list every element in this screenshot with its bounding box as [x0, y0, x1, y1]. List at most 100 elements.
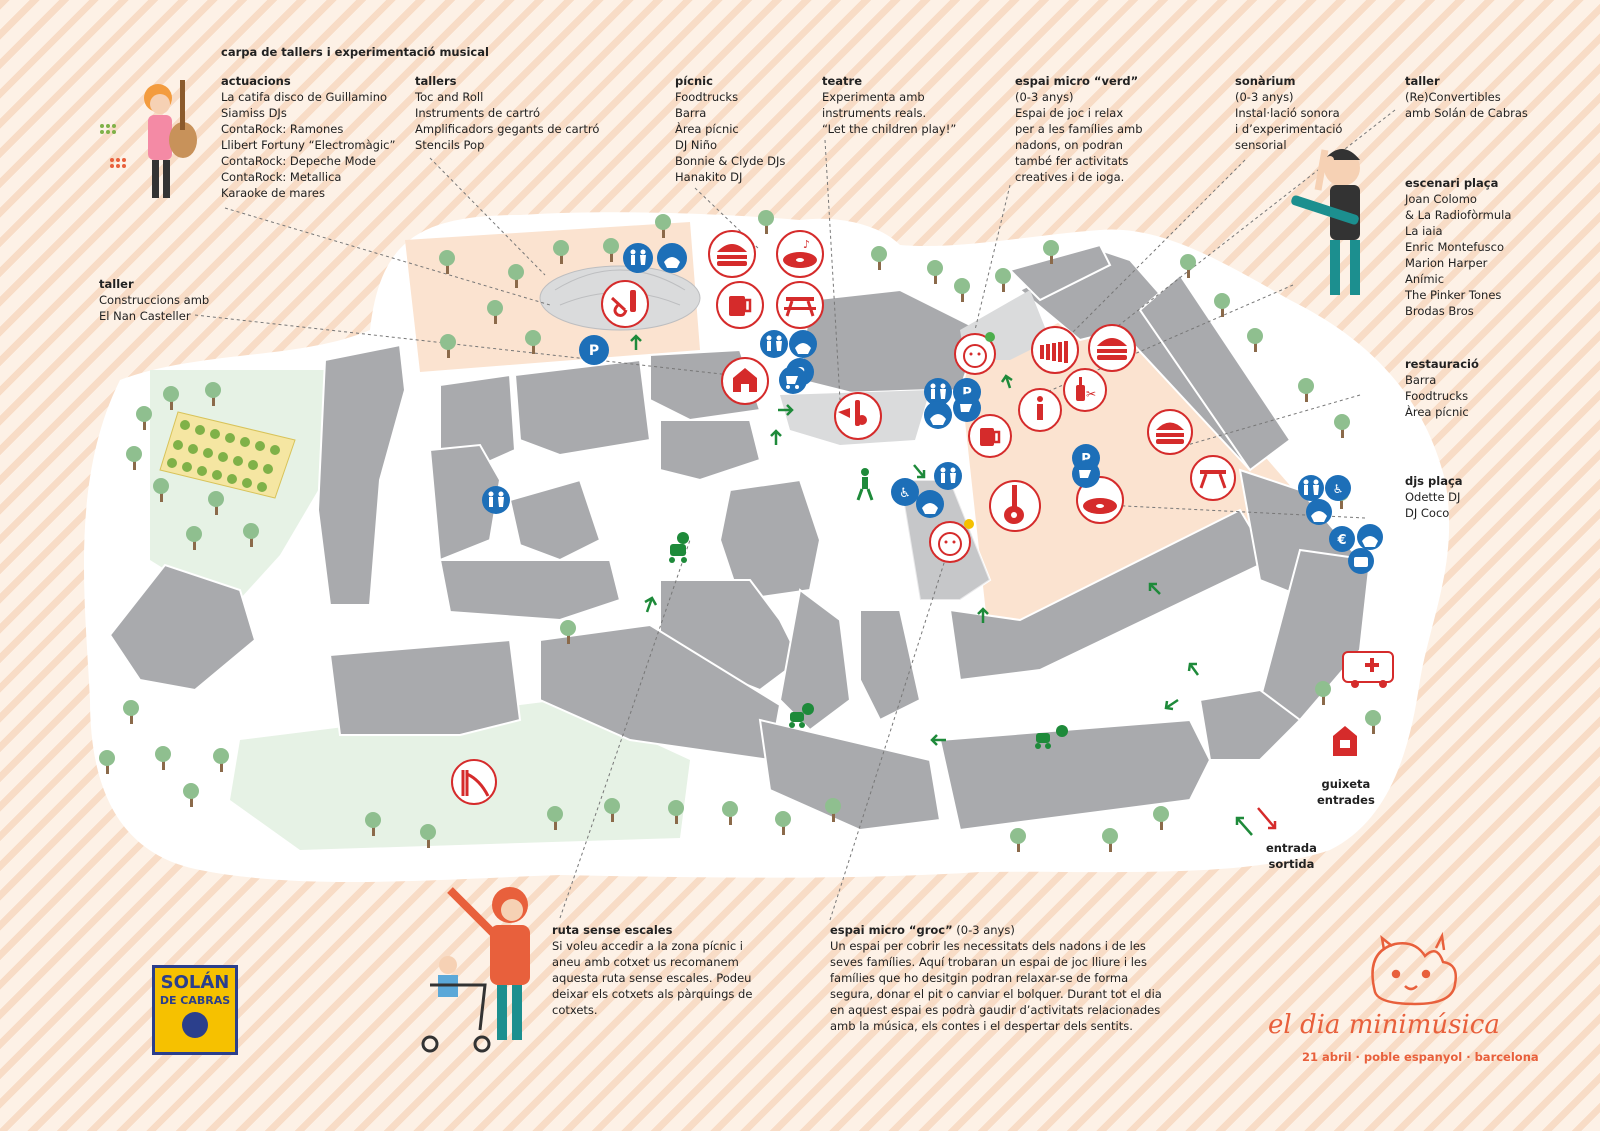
tree-icon	[1365, 710, 1381, 734]
accessible-icon: ♿	[1325, 475, 1351, 501]
brand-name: el dia minimúsica	[1268, 1010, 1500, 1040]
brand-cat-logo	[1371, 931, 1457, 1006]
tree-icon	[1102, 828, 1118, 852]
blue-icons: P P P P ♿ ♿ €	[482, 243, 1383, 574]
list-item: Instal·lació sonora	[1235, 106, 1340, 120]
exit-arrow	[1257, 807, 1276, 829]
tree-icon	[365, 812, 381, 836]
ticket-booth-label: guixeta entrades	[1317, 776, 1375, 808]
list-item: Enric Montefusco	[1405, 240, 1504, 254]
tree-icon	[208, 491, 224, 515]
section-espai-verd: espai micro “verd” (0-3 anys) Espai de j…	[1015, 73, 1143, 185]
burger-icon	[1147, 409, 1193, 455]
vineyard	[159, 411, 296, 499]
sponsor-logo: SOLÁN DE CABRAS	[152, 965, 238, 1055]
tree-icon	[440, 334, 456, 358]
section-text: Un espai per cobrir les necessitats dels…	[830, 939, 1162, 1033]
changing-table-icon	[789, 330, 817, 358]
toilets-icon	[1298, 475, 1324, 501]
section-escenari-placa: escenari plaça Joan Colomo & La Radiofòr…	[1405, 175, 1511, 319]
list-item: Construccions amb	[99, 293, 210, 307]
tree-icon	[927, 260, 943, 284]
section-restauracio: restauració Barra Foodtrucks Àrea pícnic	[1405, 356, 1479, 420]
tree-icon	[1180, 254, 1196, 278]
tree-icon	[126, 446, 142, 470]
parking-icon: P	[579, 335, 609, 365]
section-teatre: teatre Experimenta amb instruments reals…	[822, 73, 956, 137]
list-item: Amplificadors gegants de cartró	[415, 122, 600, 136]
tree-icon	[213, 748, 229, 772]
walker-icon	[856, 468, 874, 501]
tree-icon	[995, 268, 1011, 292]
tree-icon	[722, 801, 738, 825]
arrow-icon	[930, 734, 946, 746]
list-item: Anímic	[1405, 272, 1445, 286]
section-title: pícnic	[675, 74, 713, 88]
list-item: La iaia	[1405, 224, 1443, 238]
section-text: Si voleu accedir a la zona pícnic i aneu…	[552, 939, 753, 1017]
list-item: Karaoke de mares	[221, 186, 325, 200]
list-item: i d’experimentació	[1235, 122, 1343, 136]
section-title: espai micro “groc”	[830, 923, 953, 937]
tree-icon	[1315, 681, 1331, 705]
changing-table-icon	[1306, 499, 1332, 525]
svg-text:P: P	[1081, 452, 1091, 467]
toilets-icon	[760, 330, 788, 358]
list-item: Àrea pícnic	[675, 122, 739, 136]
section-picnic: pícnic Foodtrucks Barra Àrea pícnic DJ N…	[675, 73, 785, 185]
ticket-booth-icon	[1333, 726, 1357, 756]
list-item: (0-3 anys)	[1235, 90, 1294, 104]
picnic-table-icon	[1190, 455, 1236, 501]
list-item: Espai de joc i relax	[1015, 106, 1124, 120]
toilets-icon	[623, 243, 653, 273]
accessible-icon: ♿	[891, 478, 919, 506]
baby-icon	[954, 332, 996, 375]
list-item: amb Solán de Cabras	[1405, 106, 1528, 120]
entrades-label: entrades	[1317, 793, 1375, 807]
ambulance-icon	[1342, 651, 1394, 688]
changing-table-icon	[924, 401, 952, 429]
svg-text:♪: ♪	[803, 238, 810, 251]
tree-icon	[1153, 806, 1169, 830]
tree-icon	[1214, 293, 1230, 317]
stroller-icon	[953, 394, 981, 422]
vinyl-icon: ♪	[776, 230, 824, 278]
tree-icon	[525, 330, 541, 354]
svg-text:P: P	[962, 386, 972, 401]
tree-icon	[439, 250, 455, 274]
list-item: “Let the children play!”	[822, 122, 957, 136]
info-icon	[1018, 388, 1062, 432]
list-item: Odette DJ	[1405, 490, 1461, 504]
list-item: Experimenta amb	[822, 90, 925, 104]
placa-zone	[960, 290, 1320, 650]
section-title: actuacions	[221, 74, 291, 88]
section-sonarium: sonàrium (0-3 anys) Instal·lació sonora …	[1235, 73, 1342, 153]
sortida-label: sortida	[1268, 857, 1315, 871]
sponsor-seal-icon	[182, 1012, 208, 1038]
list-item: DJ Niño	[675, 138, 718, 152]
tree-icon	[1010, 828, 1026, 852]
section-taller-convertibles: taller (Re)Convertibles amb Solán de Cab…	[1405, 73, 1528, 121]
xylophone-icon	[1031, 326, 1079, 374]
tree-icon	[655, 214, 671, 238]
arrow-icon	[644, 596, 658, 613]
tree-icon	[1298, 378, 1314, 402]
tree-icon	[547, 806, 563, 830]
stroller-icon	[789, 703, 814, 728]
list-item: Brodas Bros	[1405, 304, 1474, 318]
red-icons: ♪ ✂	[451, 230, 1394, 805]
section-taller-construccions: taller Construccions amb El Nan Castelle…	[99, 276, 209, 324]
tree-icon	[603, 238, 619, 262]
stroller-icon	[779, 366, 807, 394]
section-title: restauració	[1405, 357, 1479, 371]
list-item: Marion Harper	[1405, 256, 1488, 270]
list-item: Barra	[1405, 373, 1437, 387]
section-actuacions: actuacions La catifa disco de Guillamino…	[221, 73, 395, 201]
tree-icon	[560, 620, 576, 644]
tree-icon	[508, 264, 524, 288]
tree-icon	[553, 240, 569, 264]
guixeta-label: guixeta	[1321, 777, 1371, 791]
section-tallers: tallers Toc and Roll Instruments de cart…	[415, 73, 599, 153]
list-item: Joan Colomo	[1405, 192, 1477, 206]
